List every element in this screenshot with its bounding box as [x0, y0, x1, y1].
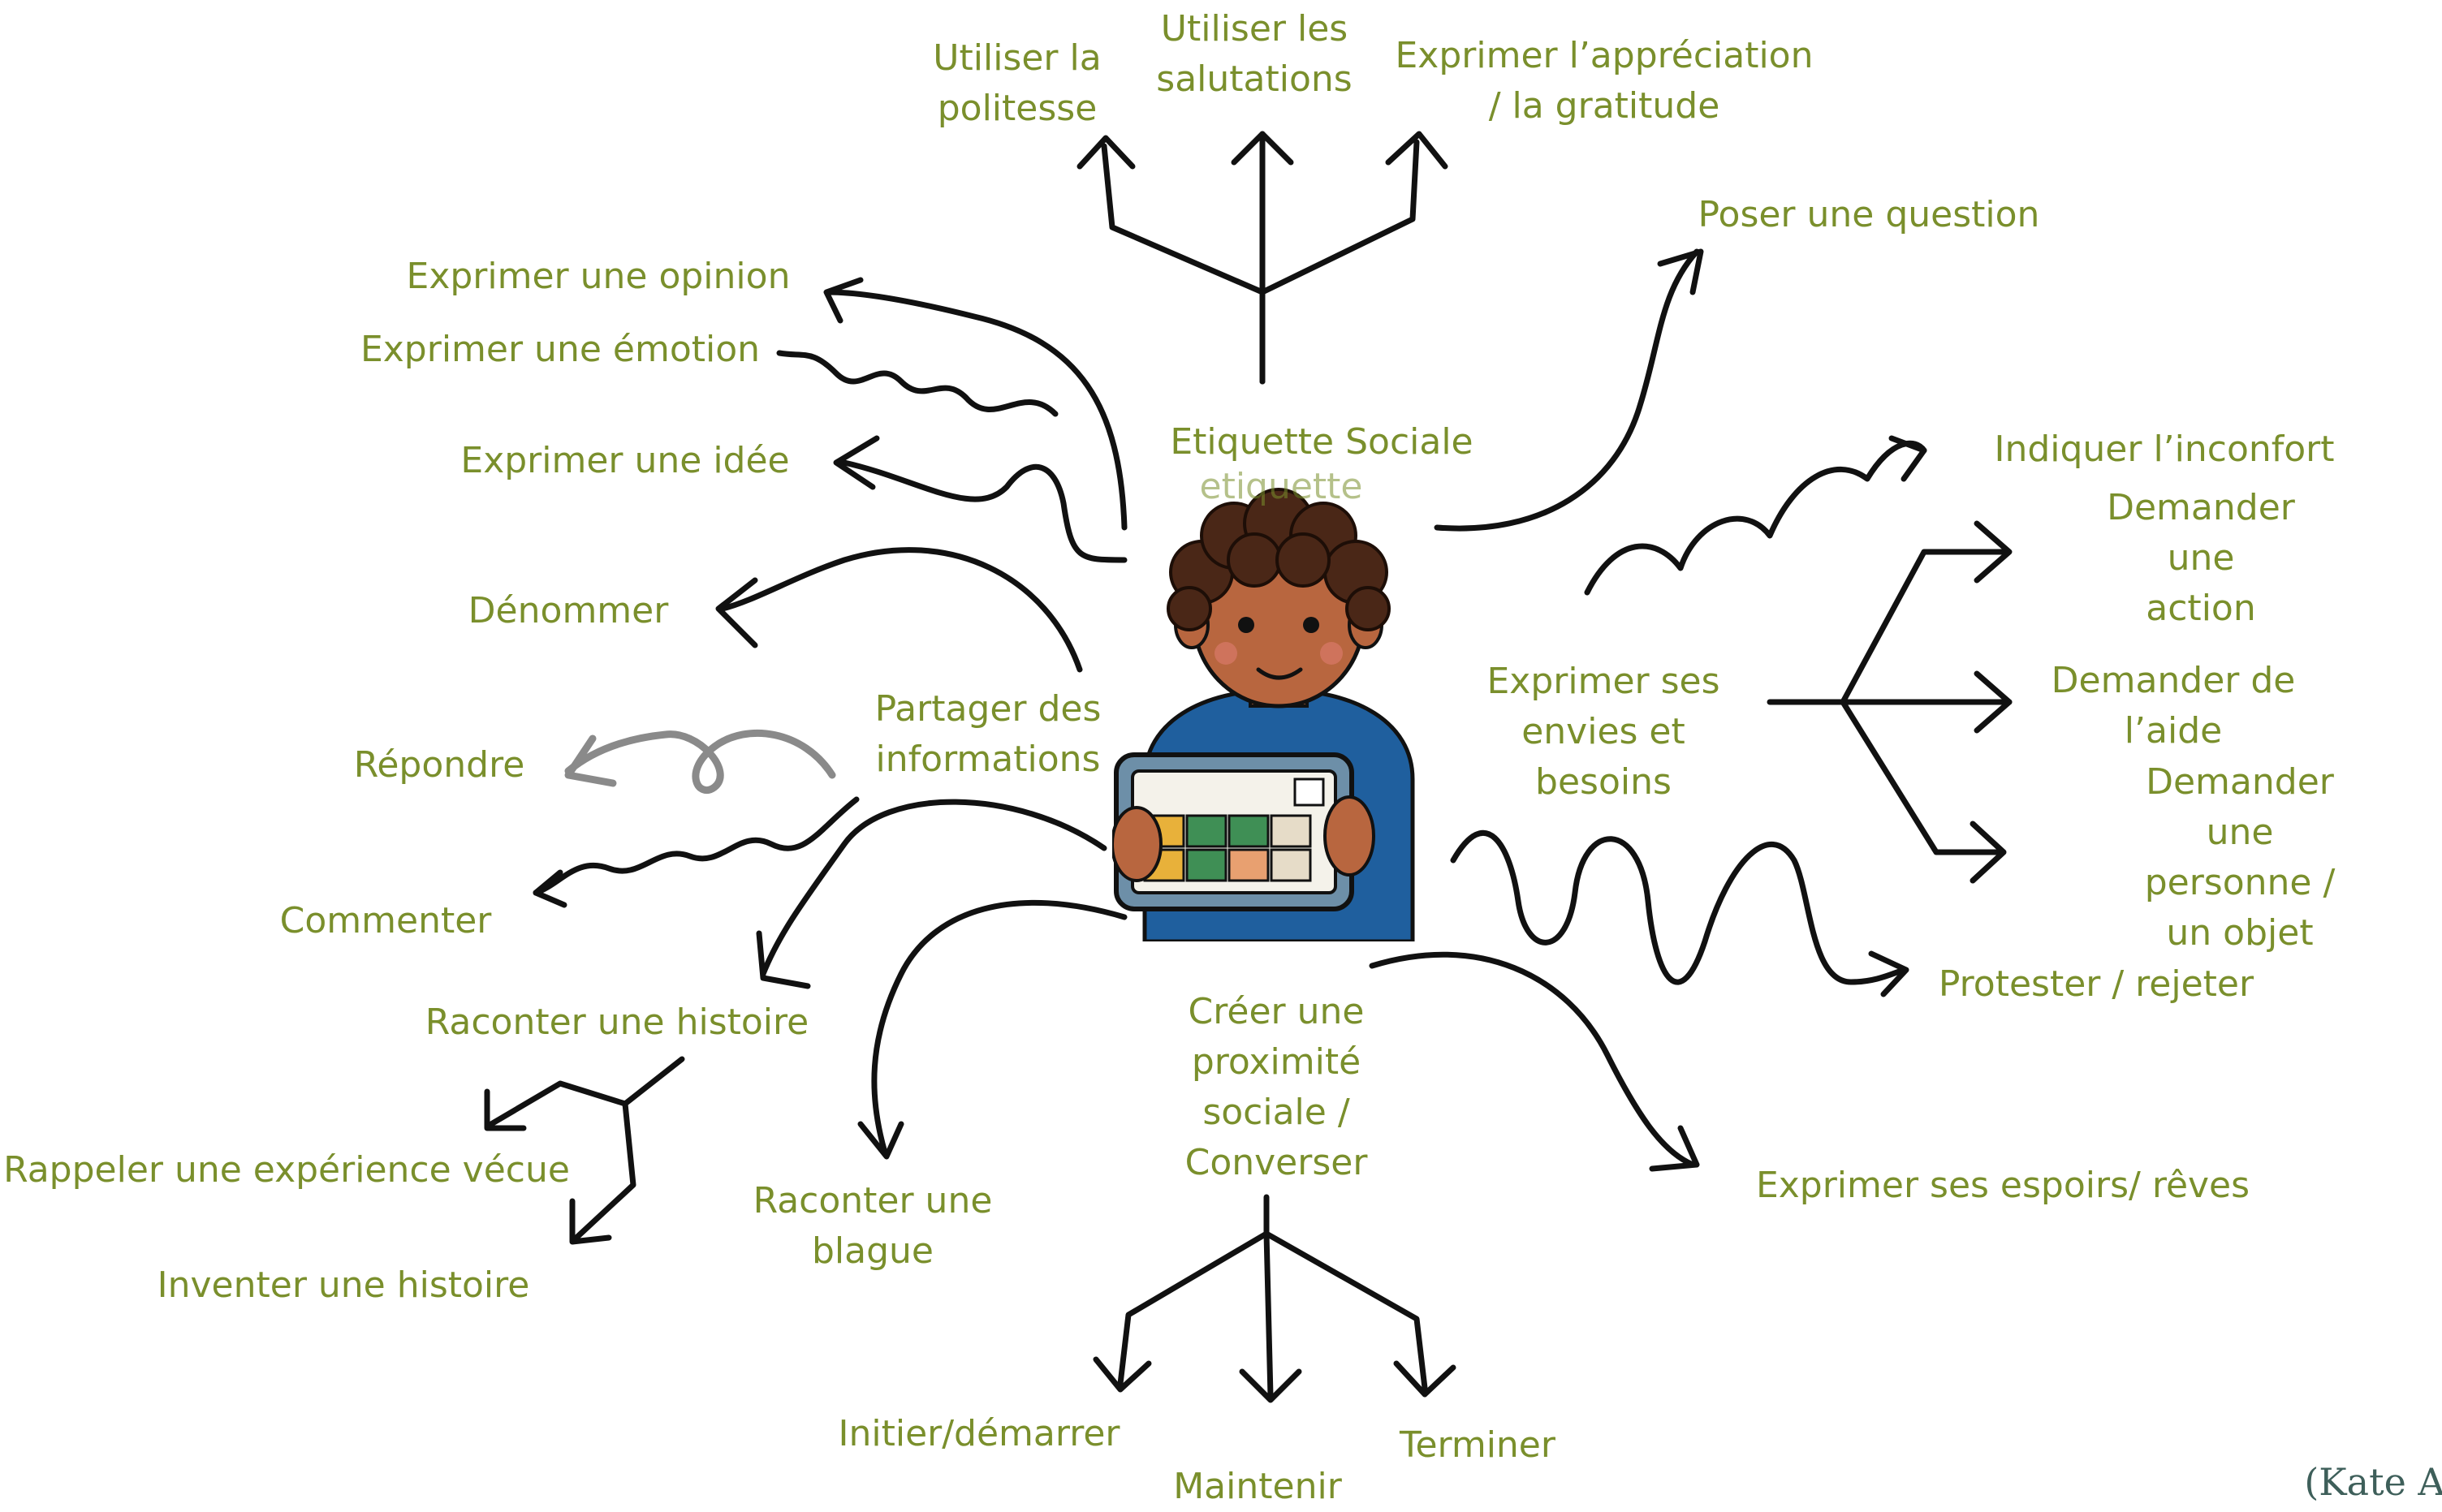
arrow-joke — [871, 899, 1128, 1156]
arrowhead-gratitude — [1385, 131, 1448, 170]
label-comment: Commenter — [279, 900, 492, 941]
arrowhead-idea — [833, 435, 880, 490]
label-discomfort: Indiquer l’inconfort — [1994, 429, 2335, 470]
label-finish: Terminer — [1400, 1424, 1555, 1466]
hub-share-info: Partager des informations — [874, 688, 1102, 780]
arrow-discomfort — [1584, 440, 1927, 596]
label-politeness: Utiliser la politesse — [933, 37, 1102, 129]
arrow-recall — [488, 1080, 628, 1127]
arrow-name — [719, 547, 1083, 673]
label-maintain: Maintenir — [1173, 1466, 1342, 1507]
label-ask-help: Demander de l’aide — [2051, 660, 2296, 752]
arrowhead-tell-story — [756, 930, 811, 989]
arrowhead-opinion — [823, 277, 864, 324]
arrowhead-name — [715, 577, 758, 648]
arrowhead-hopes — [1649, 1125, 1700, 1172]
arrow-idea — [841, 459, 1128, 563]
arrowhead-maintain — [1239, 1368, 1302, 1403]
arrow-ask-action — [1840, 549, 2008, 705]
hub-closeness: Créer une proximité sociale / Converser — [1184, 991, 1368, 1183]
hub-wants-needs: Exprimer ses envies et besoins — [1486, 661, 1720, 803]
label-respond: Répondre — [353, 744, 525, 786]
label-ask-question: Poser une question — [1698, 194, 2040, 235]
arrowhead-finish — [1393, 1360, 1456, 1398]
child-illustration — [1111, 487, 1445, 944]
arrow-ask-question — [1434, 248, 1700, 532]
arrowhead-recall — [484, 1088, 527, 1131]
arrow-comment — [533, 796, 860, 896]
arrow-emotion — [776, 350, 1059, 417]
arrow-respond — [564, 729, 836, 795]
arrow-opinion — [825, 289, 1128, 531]
arrowhead-ask-object — [1970, 821, 2007, 884]
arrowhead-discomfort — [1888, 435, 1927, 482]
label-idea: Exprimer une idée — [460, 440, 790, 481]
arrow-finish — [1263, 1230, 1428, 1391]
arrow-hopes — [1369, 951, 1696, 1168]
arrowhead-ask-help — [1974, 670, 2013, 734]
label-joke: Raconter une blague — [753, 1180, 993, 1272]
label-tell-story: Raconter une histoire — [425, 1002, 809, 1043]
arrowhead-politeness — [1076, 135, 1136, 170]
arrow-protest — [1450, 829, 1907, 985]
label-name: Dénommer — [468, 590, 669, 631]
arrowhead-respond — [564, 734, 617, 787]
label-invent: Inventer une histoire — [157, 1264, 530, 1306]
label-protest: Protester / rejeter — [1938, 963, 2254, 1005]
arrowhead-ask-action — [1974, 520, 2013, 584]
label-emotion: Exprimer une émotion — [360, 329, 761, 370]
arrow-politeness — [1101, 143, 1266, 385]
arrowhead-comment — [533, 869, 567, 908]
label-initiate: Initier/démarrer — [838, 1413, 1120, 1454]
label-ask-object: Demander une personne / un objet — [2144, 761, 2336, 954]
arrowhead-invent — [569, 1198, 612, 1245]
child-hair — [1167, 488, 1391, 631]
hub-social-etiquette-overlap: etiquette — [1199, 466, 1363, 507]
label-gratitude: Exprimer l’appréciation / la gratitude — [1395, 35, 1814, 127]
label-hopes: Exprimer ses espoirs/ rêves — [1755, 1165, 2250, 1206]
label-recall: Rappeler une expérience vécue — [3, 1149, 570, 1191]
arrow-tell-story — [760, 799, 1107, 977]
arrowhead-greetings — [1231, 131, 1294, 166]
arrowhead-joke — [857, 1121, 904, 1160]
label-ask-action: Demander une action — [2107, 487, 2295, 629]
hub-social-etiquette: Etiquette Sociale — [1170, 421, 1473, 463]
arrow-gratitude — [1259, 139, 1420, 295]
label-greetings: Utiliser les salutations — [1156, 8, 1353, 100]
arrow-ask-object — [1840, 699, 2004, 855]
arrowhead-ask-question — [1657, 248, 1704, 295]
arrow-initiate — [1117, 1230, 1270, 1387]
arrowhead-initiate — [1093, 1356, 1152, 1393]
arrowhead-protest — [1868, 950, 1909, 997]
arrow-maintain — [1263, 1230, 1274, 1399]
credit-text: (Kate A — [2304, 1460, 2442, 1504]
label-opinion: Exprimer une opinion — [406, 256, 791, 297]
arrow-story-fork — [573, 1056, 685, 1241]
